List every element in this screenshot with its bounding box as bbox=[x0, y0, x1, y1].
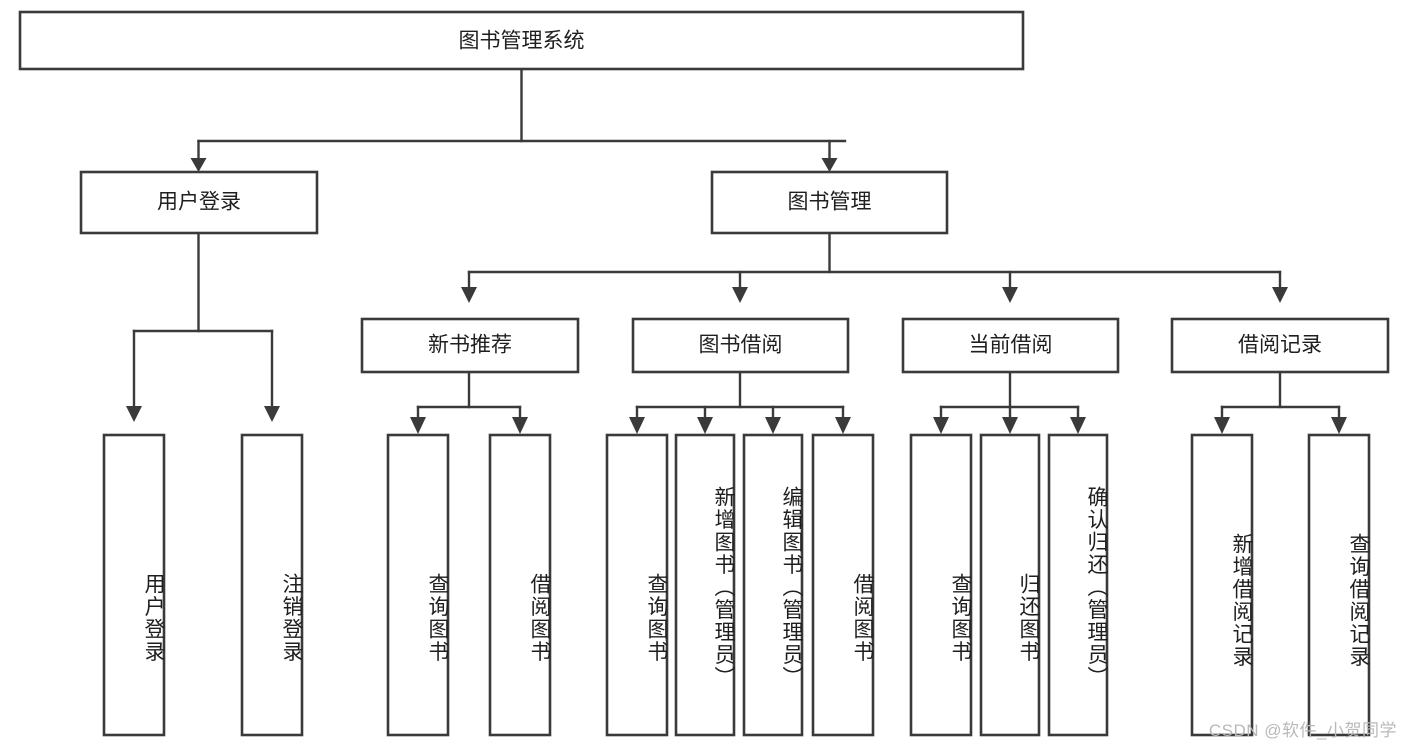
connector-group-new-book-rec bbox=[410, 370, 528, 434]
leaf-box-confirm-return[interactable] bbox=[1047, 433, 1109, 737]
node-current-borrow-label: 当前借阅 bbox=[969, 334, 1053, 357]
leaf-box-user-login[interactable] bbox=[102, 433, 166, 737]
node-root[interactable]: 图书管理系统 bbox=[18, 10, 1025, 71]
node-root-label: 图书管理系统 bbox=[459, 30, 585, 53]
node-book-manage[interactable]: 图书管理 bbox=[710, 170, 949, 235]
node-new-book-rec-label: 新书推荐 bbox=[428, 334, 512, 357]
leaf-box-borrow-book-1[interactable] bbox=[488, 433, 552, 737]
leaf-box-query-book-2[interactable] bbox=[605, 433, 669, 737]
leaf-box-query-book-3[interactable] bbox=[909, 433, 973, 737]
csdn-watermark: CSDN @软件_小贺同学 bbox=[1208, 721, 1397, 740]
leaf-box-query-book-1[interactable] bbox=[386, 433, 450, 737]
leaf-box-borrow-book-2[interactable] bbox=[811, 433, 875, 737]
leaf-box-edit-book[interactable] bbox=[742, 433, 804, 737]
node-book-manage-label: 图书管理 bbox=[788, 191, 872, 214]
leaf-box-return-book[interactable] bbox=[979, 433, 1041, 737]
leaf-box-query-record[interactable] bbox=[1307, 433, 1371, 737]
connector-group-book-borrow bbox=[629, 370, 851, 434]
connector-group-borrow-record bbox=[1214, 370, 1347, 434]
node-user-login[interactable]: 用户登录 bbox=[79, 170, 319, 235]
leaf-box-add-book[interactable] bbox=[674, 433, 736, 737]
node-book-borrow-label: 图书借阅 bbox=[699, 334, 783, 357]
connector-group-user-login bbox=[126, 231, 280, 422]
connector-group-current-borrow bbox=[933, 370, 1086, 434]
leaf-box-add-record[interactable] bbox=[1190, 433, 1254, 737]
node-book-borrow[interactable]: 图书借阅 bbox=[631, 317, 850, 374]
connector-group-book-manage bbox=[461, 231, 1288, 303]
leaf-box-logout[interactable] bbox=[240, 433, 304, 737]
node-user-login-label: 用户登录 bbox=[157, 191, 241, 214]
node-borrow-record[interactable]: 借阅记录 bbox=[1170, 317, 1390, 374]
node-borrow-record-label: 借阅记录 bbox=[1238, 334, 1322, 357]
node-new-book-rec[interactable]: 新书推荐 bbox=[360, 317, 580, 374]
connector-group-root bbox=[190, 67, 847, 172]
node-current-borrow[interactable]: 当前借阅 bbox=[901, 317, 1120, 374]
